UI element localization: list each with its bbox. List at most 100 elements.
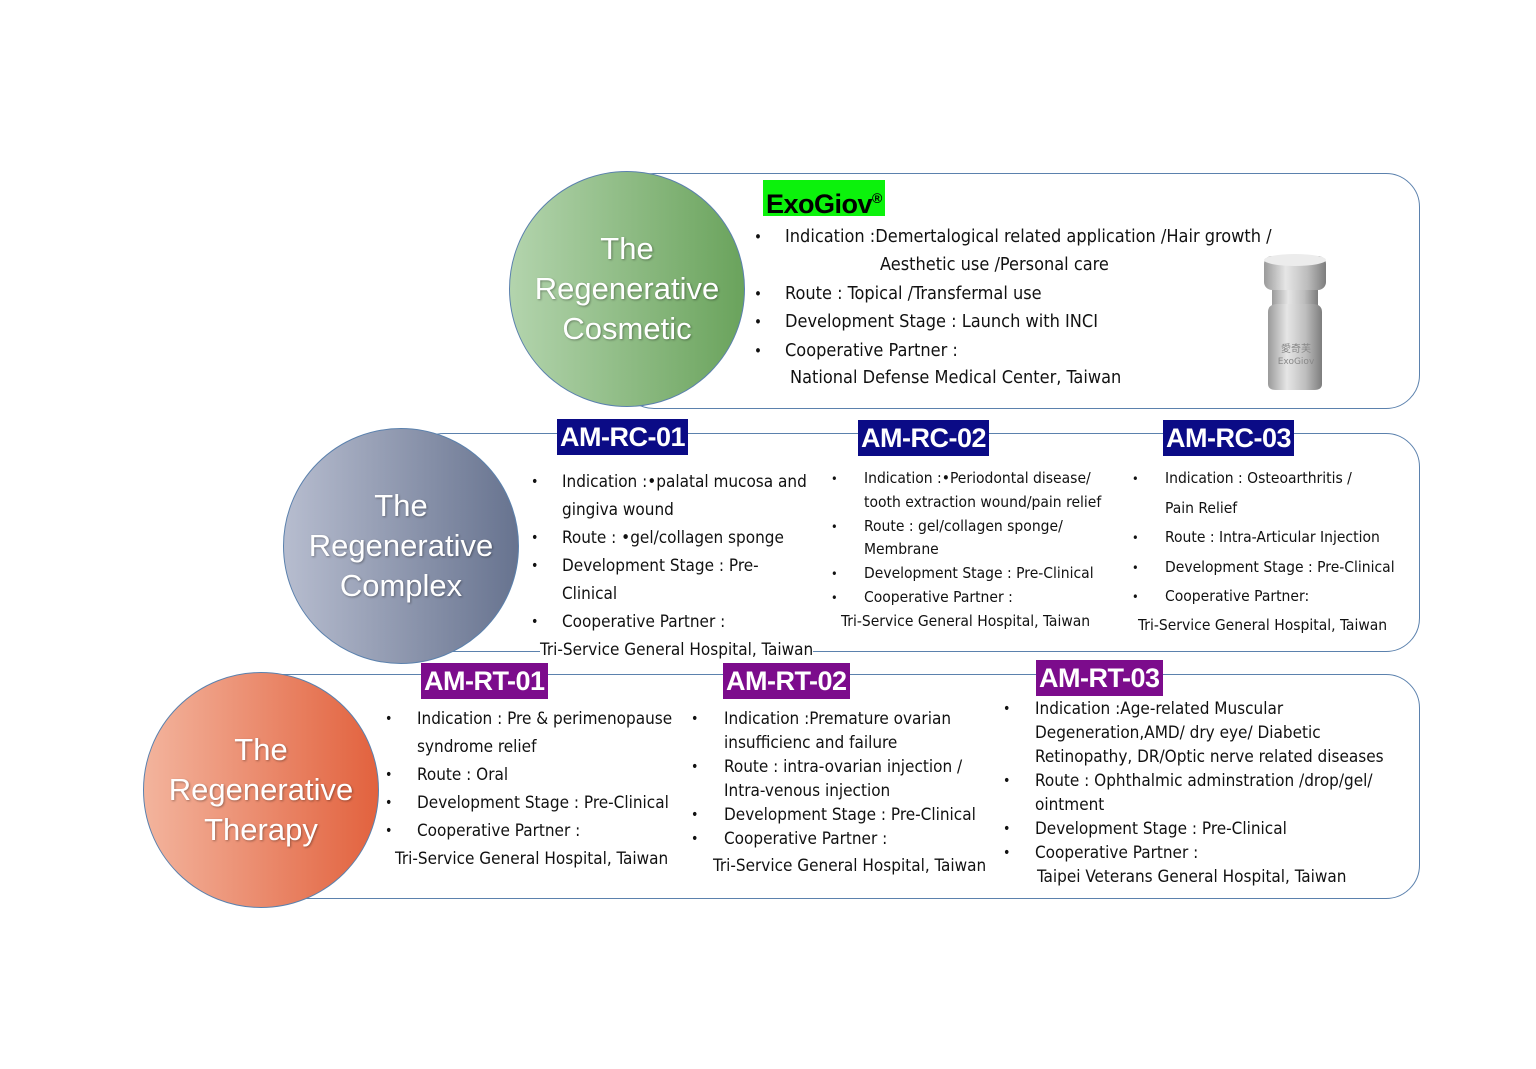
bullet-icon: • — [531, 614, 539, 630]
product-detail-line: Route : Oral — [417, 765, 509, 785]
category-label-line: The — [374, 488, 428, 523]
bullet-icon: • — [1132, 471, 1139, 486]
bullet-icon: • — [754, 341, 762, 360]
vial-label-cn: 愛奇芙 — [1281, 342, 1311, 355]
product-detail-line: Pain Relief — [1165, 498, 1238, 517]
product-detail-line: Indication : Osteoarthritis / — [1165, 469, 1352, 487]
category-label-line: The — [600, 231, 654, 266]
bullet-icon: • — [1003, 773, 1011, 789]
product-detail-line: Development Stage : Pre-Clinical — [1035, 819, 1287, 839]
bullet-icon: • — [691, 807, 699, 823]
product-detail-line: tooth extraction wound/pain relief — [864, 492, 1102, 511]
category-label-line: Therapy — [204, 812, 318, 847]
bullet-icon: • — [754, 228, 762, 246]
category-label-line: The — [234, 732, 288, 767]
category-label-line: Complex — [339, 568, 463, 603]
cooperative-partner-name: National Defense Medical Center, Taiwan — [790, 367, 1122, 389]
product-detail-line: Cooperative Partner : — [864, 588, 1013, 606]
bullet-icon: • — [691, 831, 699, 847]
product-detail-line: Route : Intra-Articular Injection — [1165, 528, 1380, 546]
category-label-line: Regenerative — [308, 528, 494, 563]
product-detail-line: syndrome relief — [417, 737, 537, 757]
bullet-icon: • — [1132, 530, 1139, 545]
product-badge-am-rt-01: AM-RT-01 — [421, 663, 548, 699]
product-badge-am-rt-02: AM-RT-02 — [723, 663, 850, 699]
category-circle-cosmetic: The Regenerative Cosmetic — [509, 171, 745, 407]
product-name: ExoGiov — [766, 189, 873, 219]
product-detail-line: Indication :Demertalogical related appli… — [785, 226, 1272, 247]
bullet-icon: • — [831, 518, 838, 534]
product-detail-line: Indication :Age-related Muscular — [1035, 699, 1284, 719]
product-detail-line: Route : Topical /Transfermal use — [785, 282, 1042, 304]
product-detail-line: Cooperative Partner : — [1035, 843, 1199, 863]
bullet-icon: • — [754, 284, 762, 303]
product-detail-line: Route : gel/collagen sponge/ — [864, 516, 1063, 535]
bullet-icon: • — [831, 566, 838, 582]
vial-label-en: ExoGiov — [1278, 357, 1315, 367]
bullet-icon: • — [1132, 559, 1139, 575]
product-detail-line: Cooperative Partner : — [417, 821, 581, 841]
product-detail-line: Clinical — [562, 584, 618, 604]
category-label-line: Regenerative — [534, 271, 720, 306]
product-detail-line: Retinopathy, DR/Optic nerve related dise… — [1035, 747, 1384, 767]
category-label-line: Regenerative — [168, 772, 354, 807]
bullet-icon: • — [831, 590, 838, 605]
product-detail-line: Aesthetic use /Personal care — [880, 254, 1109, 276]
cooperative-partner-name: Tri-Service General Hospital, Taiwan — [540, 640, 814, 661]
product-detail-line: Degeneration,AMD/ dry eye/ Diabetic — [1035, 723, 1321, 743]
bullet-icon: • — [831, 471, 838, 486]
bullet-icon: • — [1132, 589, 1139, 604]
product-detail-line: Indication :Premature ovarian — [724, 709, 952, 729]
product-detail-line: Cooperative Partner: — [1165, 587, 1310, 605]
registered-mark: ® — [872, 190, 882, 206]
category-circle-complex: The Regenerative Complex — [283, 428, 519, 664]
product-detail-line: Route : intra-ovarian injection / — [724, 757, 963, 777]
bullet-icon: • — [1003, 821, 1011, 837]
product-badge-am-rc-01: AM-RC-01 — [557, 419, 689, 455]
bullet-icon: • — [1003, 845, 1011, 861]
bullet-icon: • — [691, 759, 699, 775]
cooperative-partner-name: Tri-Service General Hospital, Taiwan — [1138, 616, 1388, 636]
product-detail-line: Development Stage : Pre-Clinical — [1165, 557, 1395, 576]
bullet-icon: • — [1003, 701, 1011, 717]
product-detail-line: insufficienc and failure — [724, 733, 898, 753]
product-detail-line: Indication :•Periodontal disease/ — [864, 469, 1091, 487]
cooperative-partner-name: Taipei Veterans General Hospital, Taiwan — [1037, 867, 1347, 888]
product-detail-line: Development Stage : Pre-Clinical — [724, 805, 976, 825]
product-badge-am-rt-03: AM-RT-03 — [1036, 660, 1163, 696]
product-detail-line: Cooperative Partner : — [724, 829, 888, 849]
product-detail-line: Cooperative Partner : — [785, 339, 958, 361]
product-detail-line: Development Stage : Launch with INCI — [785, 311, 1098, 333]
bullet-icon: • — [754, 313, 762, 332]
product-detail-line: Cooperative Partner : — [562, 612, 726, 632]
product-badge-am-rc-02: AM-RC-02 — [858, 420, 990, 456]
cooperative-partner-name: Tri-Service General Hospital, Taiwan — [713, 856, 987, 877]
bullet-icon: • — [385, 767, 393, 783]
bullet-icon: • — [531, 530, 539, 546]
cooperative-partner-name: Tri-Service General Hospital, Taiwan — [395, 849, 669, 870]
bullet-icon: • — [385, 711, 393, 727]
bullet-icon: • — [385, 823, 393, 839]
product-detail-line: Indication :•palatal mucosa and — [562, 472, 807, 492]
cooperative-partner-name: Tri-Service General Hospital, Taiwan — [841, 612, 1091, 632]
category-label-line: Cosmetic — [562, 311, 692, 346]
product-detail-line: gingiva wound — [562, 500, 674, 520]
product-detail-line: ointment — [1035, 795, 1105, 815]
product-detail-line: Development Stage : Pre-Clinical — [864, 564, 1094, 583]
product-detail-line: Development Stage : Pre-Clinical — [417, 793, 669, 813]
product-detail-line: Membrane — [864, 540, 939, 559]
product-badge-am-rc-03: AM-RC-03 — [1163, 420, 1295, 456]
product-detail-line: Route : Ophthalmic adminstration /drop/g… — [1035, 771, 1373, 791]
product-detail-line: Intra-venous injection — [724, 781, 891, 801]
bullet-icon: • — [531, 474, 539, 490]
product-detail-line: Route : •gel/collagen sponge — [562, 528, 784, 548]
product-badge-exogiov: ExoGiov® — [763, 180, 885, 219]
category-circle-therapy: The Regenerative Therapy — [143, 672, 379, 908]
bullet-icon: • — [691, 711, 699, 727]
exogiov-vial-image: 愛奇芙 ExoGiov — [1264, 254, 1326, 390]
product-detail-line: Indication : Pre & perimenopause — [417, 709, 673, 729]
bullet-icon: • — [385, 795, 393, 811]
product-detail-line: Development Stage : Pre- — [562, 556, 759, 576]
bullet-icon: • — [531, 558, 539, 574]
